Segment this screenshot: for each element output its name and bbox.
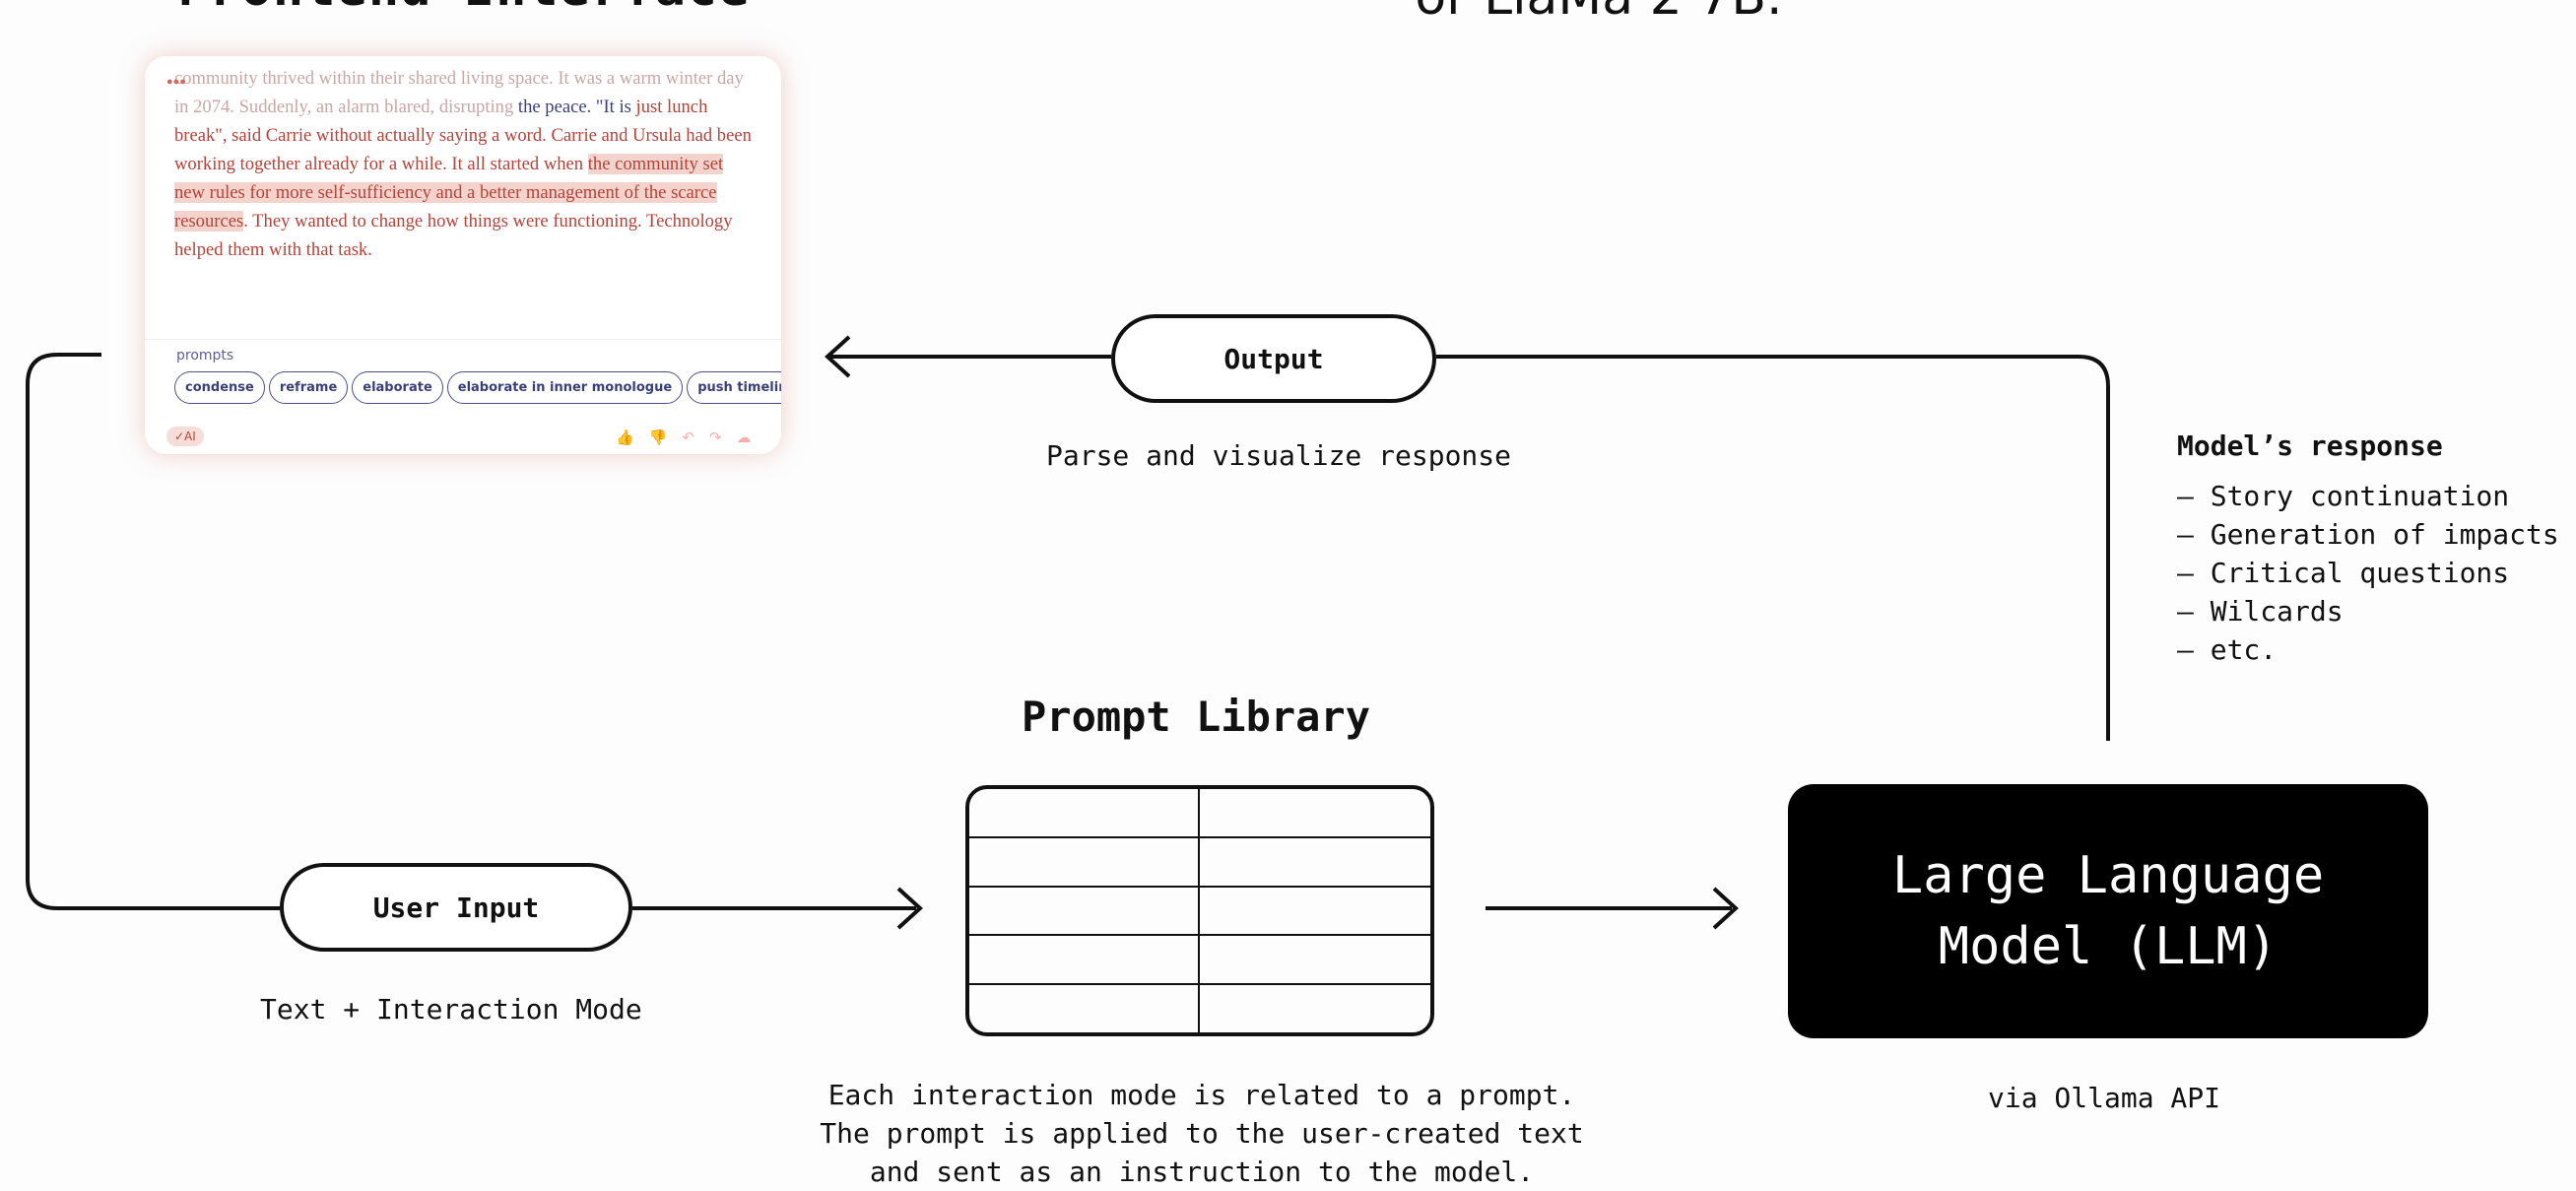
story-text-part1: just lunch break", said Carrie without a… (174, 97, 752, 174)
table-cell (969, 837, 1200, 888)
list-item: – Wilcards (2177, 595, 2344, 628)
wire-llm-to-output (1436, 355, 2110, 741)
thumbs-down-icon[interactable]: 👎 (648, 429, 668, 446)
llm-title-line1: Large Language (1891, 846, 2325, 905)
model-note-line: or LlaMa 2 7B. (1392, 0, 1806, 29)
table-cell (969, 985, 1200, 1032)
chip-elaborate[interactable]: elaborate (352, 371, 443, 404)
user-input-node: User Input (280, 863, 632, 952)
wire-card-to-input (26, 353, 280, 910)
output-caption: Parse and visualize response (1046, 439, 1512, 472)
card-divider (145, 339, 781, 340)
output-node: Output (1111, 314, 1436, 403)
card-toolbar: 👍 👎 ↶ ↷ ☁ (616, 429, 752, 446)
output-label: Output (1223, 342, 1324, 375)
llm-caption: via Ollama API (1988, 1082, 2221, 1114)
prompt-library-title: Prompt Library (1022, 693, 1371, 741)
table-cell (1200, 888, 1430, 937)
story-text[interactable]: ●●● community thrived within their share… (166, 64, 756, 264)
llm-title-line2: Model (LLM) (1938, 917, 2279, 976)
chip-reframe[interactable]: reframe (268, 371, 349, 404)
prompt-library-description: Each interaction mode is related to a pr… (788, 1076, 1616, 1191)
story-faded-text: community thrived within their shared li… (174, 68, 744, 117)
story-editor-card: ●●● community thrived within their share… (145, 56, 781, 454)
list-item: – Story continuation (2177, 480, 2510, 512)
arrowhead-card (825, 335, 851, 378)
arrowhead-library (896, 887, 923, 930)
table-cell (969, 936, 1200, 986)
user-input-label: User Input (372, 891, 540, 924)
user-input-caption: Text + Interaction Mode (260, 993, 642, 1026)
undo-icon[interactable]: ↶ (682, 429, 694, 446)
prompt-chips: condense reframe elaborate elaborate in … (174, 371, 781, 404)
ai-badge[interactable]: ✓AI (166, 427, 204, 446)
dots-icon: ●●● (166, 76, 186, 88)
chip-elaborate-inner-monologue[interactable]: elaborate in inner monologue (446, 371, 684, 404)
list-item: – Generation of impacts (2177, 518, 2559, 551)
description-line: and sent as an instruction to the model. (869, 1156, 1535, 1188)
table-cell (1200, 936, 1430, 986)
chip-push-timeline[interactable]: push timeline (687, 371, 781, 404)
frontend-title: Frontend Interface (177, 0, 751, 18)
thumbs-up-icon[interactable]: 👍 (616, 429, 634, 446)
description-line: Each interaction mode is related to a pr… (827, 1079, 1576, 1111)
table-cell (1200, 838, 1430, 888)
cloud-icon[interactable]: ☁ (736, 429, 752, 446)
arrowhead-llm (1712, 887, 1739, 930)
llm-node: Large Language Model (LLM) (1788, 784, 2428, 1038)
redo-icon[interactable]: ↷ (708, 429, 722, 446)
prompt-library-table (965, 785, 1434, 1036)
chip-condense[interactable]: condense (174, 371, 265, 404)
story-blue-text: the peace. "It is (517, 97, 631, 117)
table-cell (1200, 985, 1430, 1032)
story-text-part2: . They wanted to change how things were … (174, 211, 733, 260)
table-cell (969, 789, 1200, 838)
model-response-heading: Model’s response (2177, 430, 2443, 462)
prompts-label: prompts (176, 348, 234, 364)
table-cell (969, 887, 1200, 937)
list-item: – Critical questions (2177, 557, 2510, 589)
description-line: The prompt is applied to the user-create… (820, 1117, 1584, 1150)
model-response-list: – Story continuation – Generation of imp… (2177, 477, 2559, 669)
list-item: – etc. (2177, 633, 2278, 666)
table-cell (1200, 789, 1430, 838)
